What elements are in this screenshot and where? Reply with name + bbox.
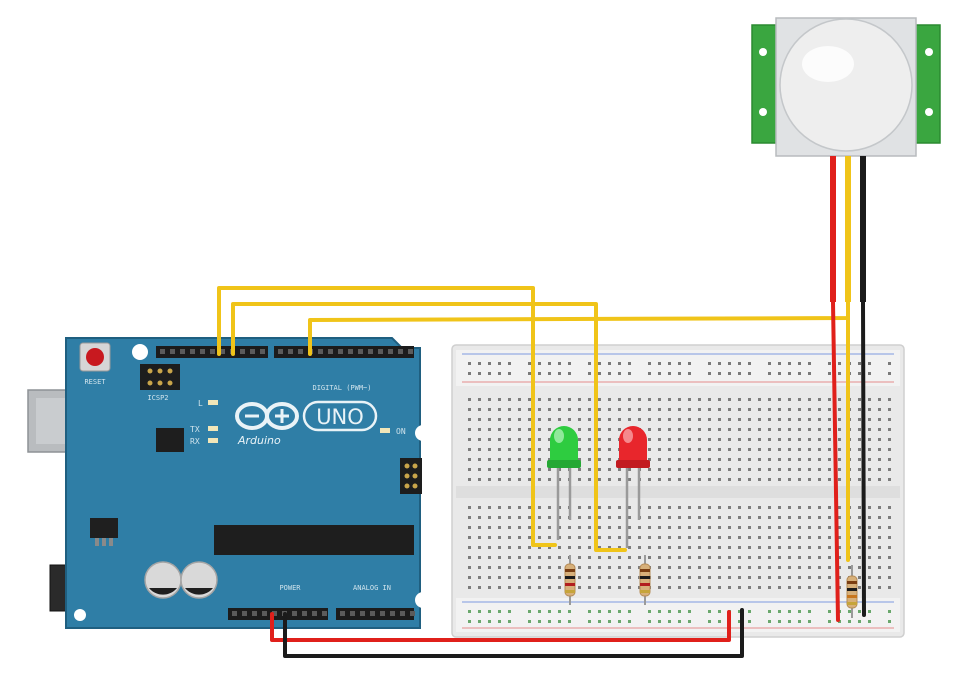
reset-button	[79, 342, 111, 372]
ground-wire	[283, 608, 744, 658]
resistor	[564, 555, 576, 605]
bottom-power-rail	[456, 598, 900, 632]
mounting-hole	[415, 592, 431, 608]
led-rx-label: RX	[190, 437, 200, 446]
center-channel	[456, 486, 900, 498]
mounting-hole	[415, 425, 431, 441]
pir-motion-sensor	[751, 17, 941, 302]
led-on-label: ON	[396, 427, 406, 436]
icsp2-label: ICSP2	[147, 394, 168, 402]
capacitor	[180, 561, 218, 599]
arduino-uno-board: RESET ICSP2 DIGITAL (PWM~) L TX RX ON	[27, 337, 431, 629]
mounting-hole	[74, 609, 86, 621]
pir-gnd-wire	[861, 300, 866, 617]
icsp2-header	[140, 364, 180, 390]
resistor	[846, 565, 858, 618]
resistor	[639, 555, 651, 605]
digital-header-label: DIGITAL (PWM~)	[312, 384, 371, 392]
pir-dome	[779, 18, 913, 152]
uno-badge-text: UNO	[316, 405, 364, 429]
led-tx	[208, 426, 218, 431]
usb-chip	[156, 428, 184, 452]
analog-header-label: ANALOG IN	[353, 584, 391, 592]
led-rx	[208, 438, 218, 443]
led-tx-label: TX	[190, 425, 200, 434]
arduino-logo-icon	[235, 402, 299, 430]
led-l	[208, 400, 218, 405]
led-l-label: L	[198, 399, 203, 408]
signal-wire-red-led	[231, 302, 627, 552]
top-power-rail	[456, 350, 900, 386]
uno-badge: UNO	[302, 400, 378, 432]
power-wire-5v	[270, 610, 731, 642]
reset-label: RESET	[84, 378, 106, 386]
pir-vcc-wire	[831, 300, 840, 622]
digital-pin-header	[156, 346, 414, 358]
signal-wire-pir	[308, 300, 850, 356]
icsp-header	[400, 458, 422, 494]
wires	[217, 286, 866, 658]
red-led	[616, 426, 650, 548]
arduino-wordmark: Arduino	[237, 434, 281, 447]
signal-wire-green-led	[217, 286, 557, 547]
led-on	[380, 428, 390, 433]
voltage-regulator	[90, 518, 118, 546]
capacitor	[144, 561, 182, 599]
power-header-label: POWER	[279, 584, 301, 592]
green-led	[547, 426, 581, 540]
atmega-chip	[214, 525, 414, 555]
mounting-hole	[132, 344, 148, 360]
